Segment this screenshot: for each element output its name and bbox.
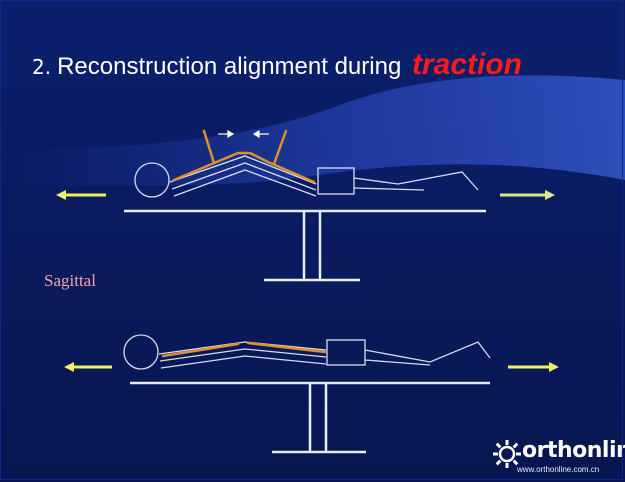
- orthonline-logo: orthonline www.orthonline.com.cn: [492, 438, 625, 478]
- figure-after-reduction: [123, 334, 491, 370]
- compression-arrow-icon: [218, 129, 269, 139]
- slide-title: 2.Reconstruction alignment during tracti…: [32, 48, 522, 82]
- head-bottom: [123, 334, 159, 370]
- sagittal-label: Sagittal: [44, 271, 96, 290]
- pelvis-bottom: [326, 339, 366, 366]
- traction-arrow-left-icon: [56, 190, 106, 200]
- traction-arrow-right-icon: [508, 362, 559, 372]
- figure-before-reduction: [134, 155, 479, 198]
- head-top: [134, 162, 170, 198]
- title-number: 2.: [32, 55, 52, 79]
- rods-bottom: [161, 341, 327, 358]
- watermark-url: www.orthonline.com.cn: [517, 465, 600, 474]
- table-bottom: [130, 381, 490, 454]
- background-swoosh: [0, 75, 625, 186]
- traction-arrow-right-icon: [500, 190, 555, 200]
- table-top: [124, 209, 486, 282]
- watermark-brand: orthonline: [522, 438, 625, 463]
- gear-logo-icon: [493, 440, 521, 468]
- title-highlight: traction: [411, 48, 522, 81]
- title-text: Reconstruction alignment during: [57, 53, 402, 80]
- traction-arrow-left-icon: [64, 362, 112, 372]
- pelvis-top: [317, 167, 355, 195]
- rods-top: [172, 129, 316, 184]
